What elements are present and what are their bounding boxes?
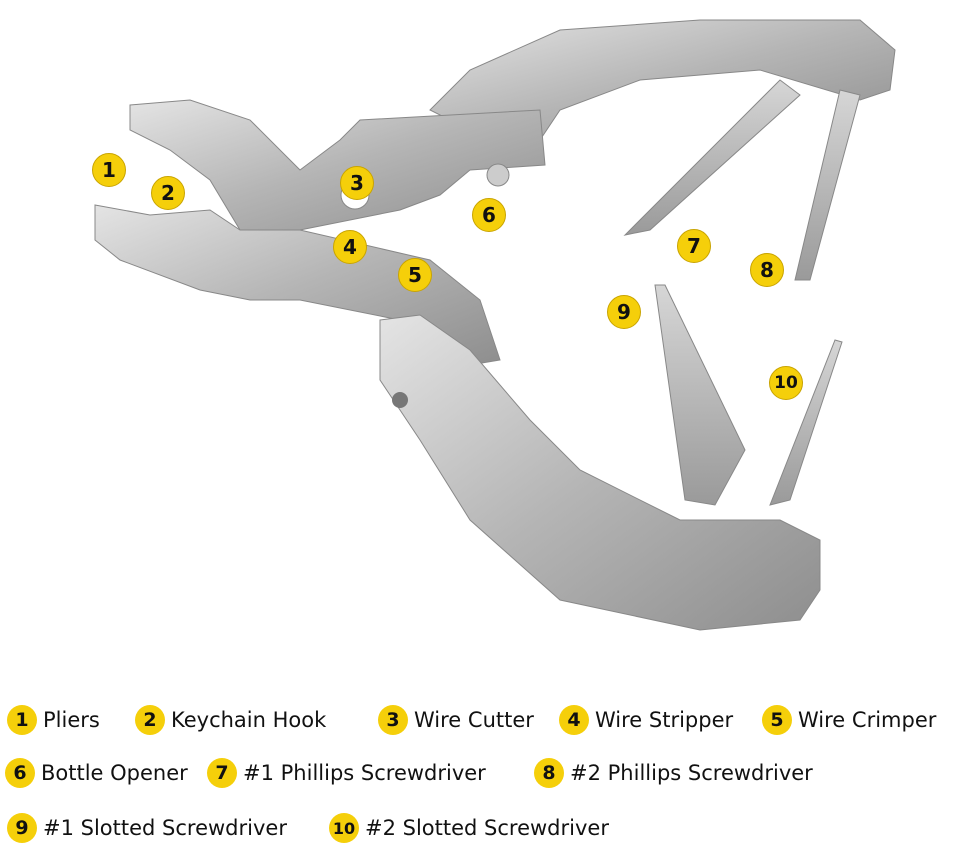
legend-label: Wire Cutter — [414, 708, 534, 732]
legend-badge: 8 — [534, 758, 564, 788]
callout-badge-5: 5 — [398, 258, 432, 292]
legend-badge: 7 — [207, 758, 237, 788]
legend-item-10: 10#2 Slotted Screwdriver — [329, 813, 609, 843]
lower-jaw — [94, 204, 501, 366]
legend-badge: 1 — [7, 705, 37, 735]
callout-badge-4: 4 — [333, 230, 367, 264]
phillips-2-blade — [794, 89, 861, 281]
slotted-1-blade — [654, 284, 746, 506]
legend-item-7: 7#1 Phillips Screwdriver — [207, 758, 486, 788]
callout-badge-2: 2 — [151, 176, 185, 210]
callout-badge-10: 10 — [769, 366, 803, 400]
legend-item-9: 9#1 Slotted Screwdriver — [7, 813, 287, 843]
legend-label: Keychain Hook — [171, 708, 327, 732]
callout-badge-7: 7 — [677, 229, 711, 263]
callout-badge-1: 1 — [92, 153, 126, 187]
legend-badge: 2 — [135, 705, 165, 735]
legend-label: Bottle Opener — [41, 761, 188, 785]
callout-badge-3: 3 — [340, 166, 374, 200]
callout-badge-6: 6 — [472, 198, 506, 232]
legend-label: #2 Slotted Screwdriver — [365, 816, 609, 840]
callout-badge-8: 8 — [750, 253, 784, 287]
legend-label: #2 Phillips Screwdriver — [570, 761, 813, 785]
upper-jaw — [129, 99, 546, 231]
legend-badge: 3 — [378, 705, 408, 735]
legend-badge: 10 — [329, 813, 359, 843]
lower-handle — [379, 314, 821, 631]
legend-label: Wire Stripper — [595, 708, 734, 732]
legend-badge: 9 — [7, 813, 37, 843]
legend-badge: 6 — [5, 758, 35, 788]
legend-label: #1 Phillips Screwdriver — [243, 761, 486, 785]
legend-badge: 4 — [559, 705, 589, 735]
legend-label: #1 Slotted Screwdriver — [43, 816, 287, 840]
phillips-1-blade — [623, 79, 801, 236]
legend-badge: 5 — [762, 705, 792, 735]
slotted-2-blade — [769, 339, 843, 506]
legend-item-8: 8#2 Phillips Screwdriver — [534, 758, 813, 788]
legend-label: Wire Crimper — [798, 708, 937, 732]
multitool-image — [94, 19, 896, 631]
legend-label: Pliers — [43, 708, 100, 732]
upper-handle — [429, 19, 896, 141]
callout-badge-9: 9 — [607, 295, 641, 329]
